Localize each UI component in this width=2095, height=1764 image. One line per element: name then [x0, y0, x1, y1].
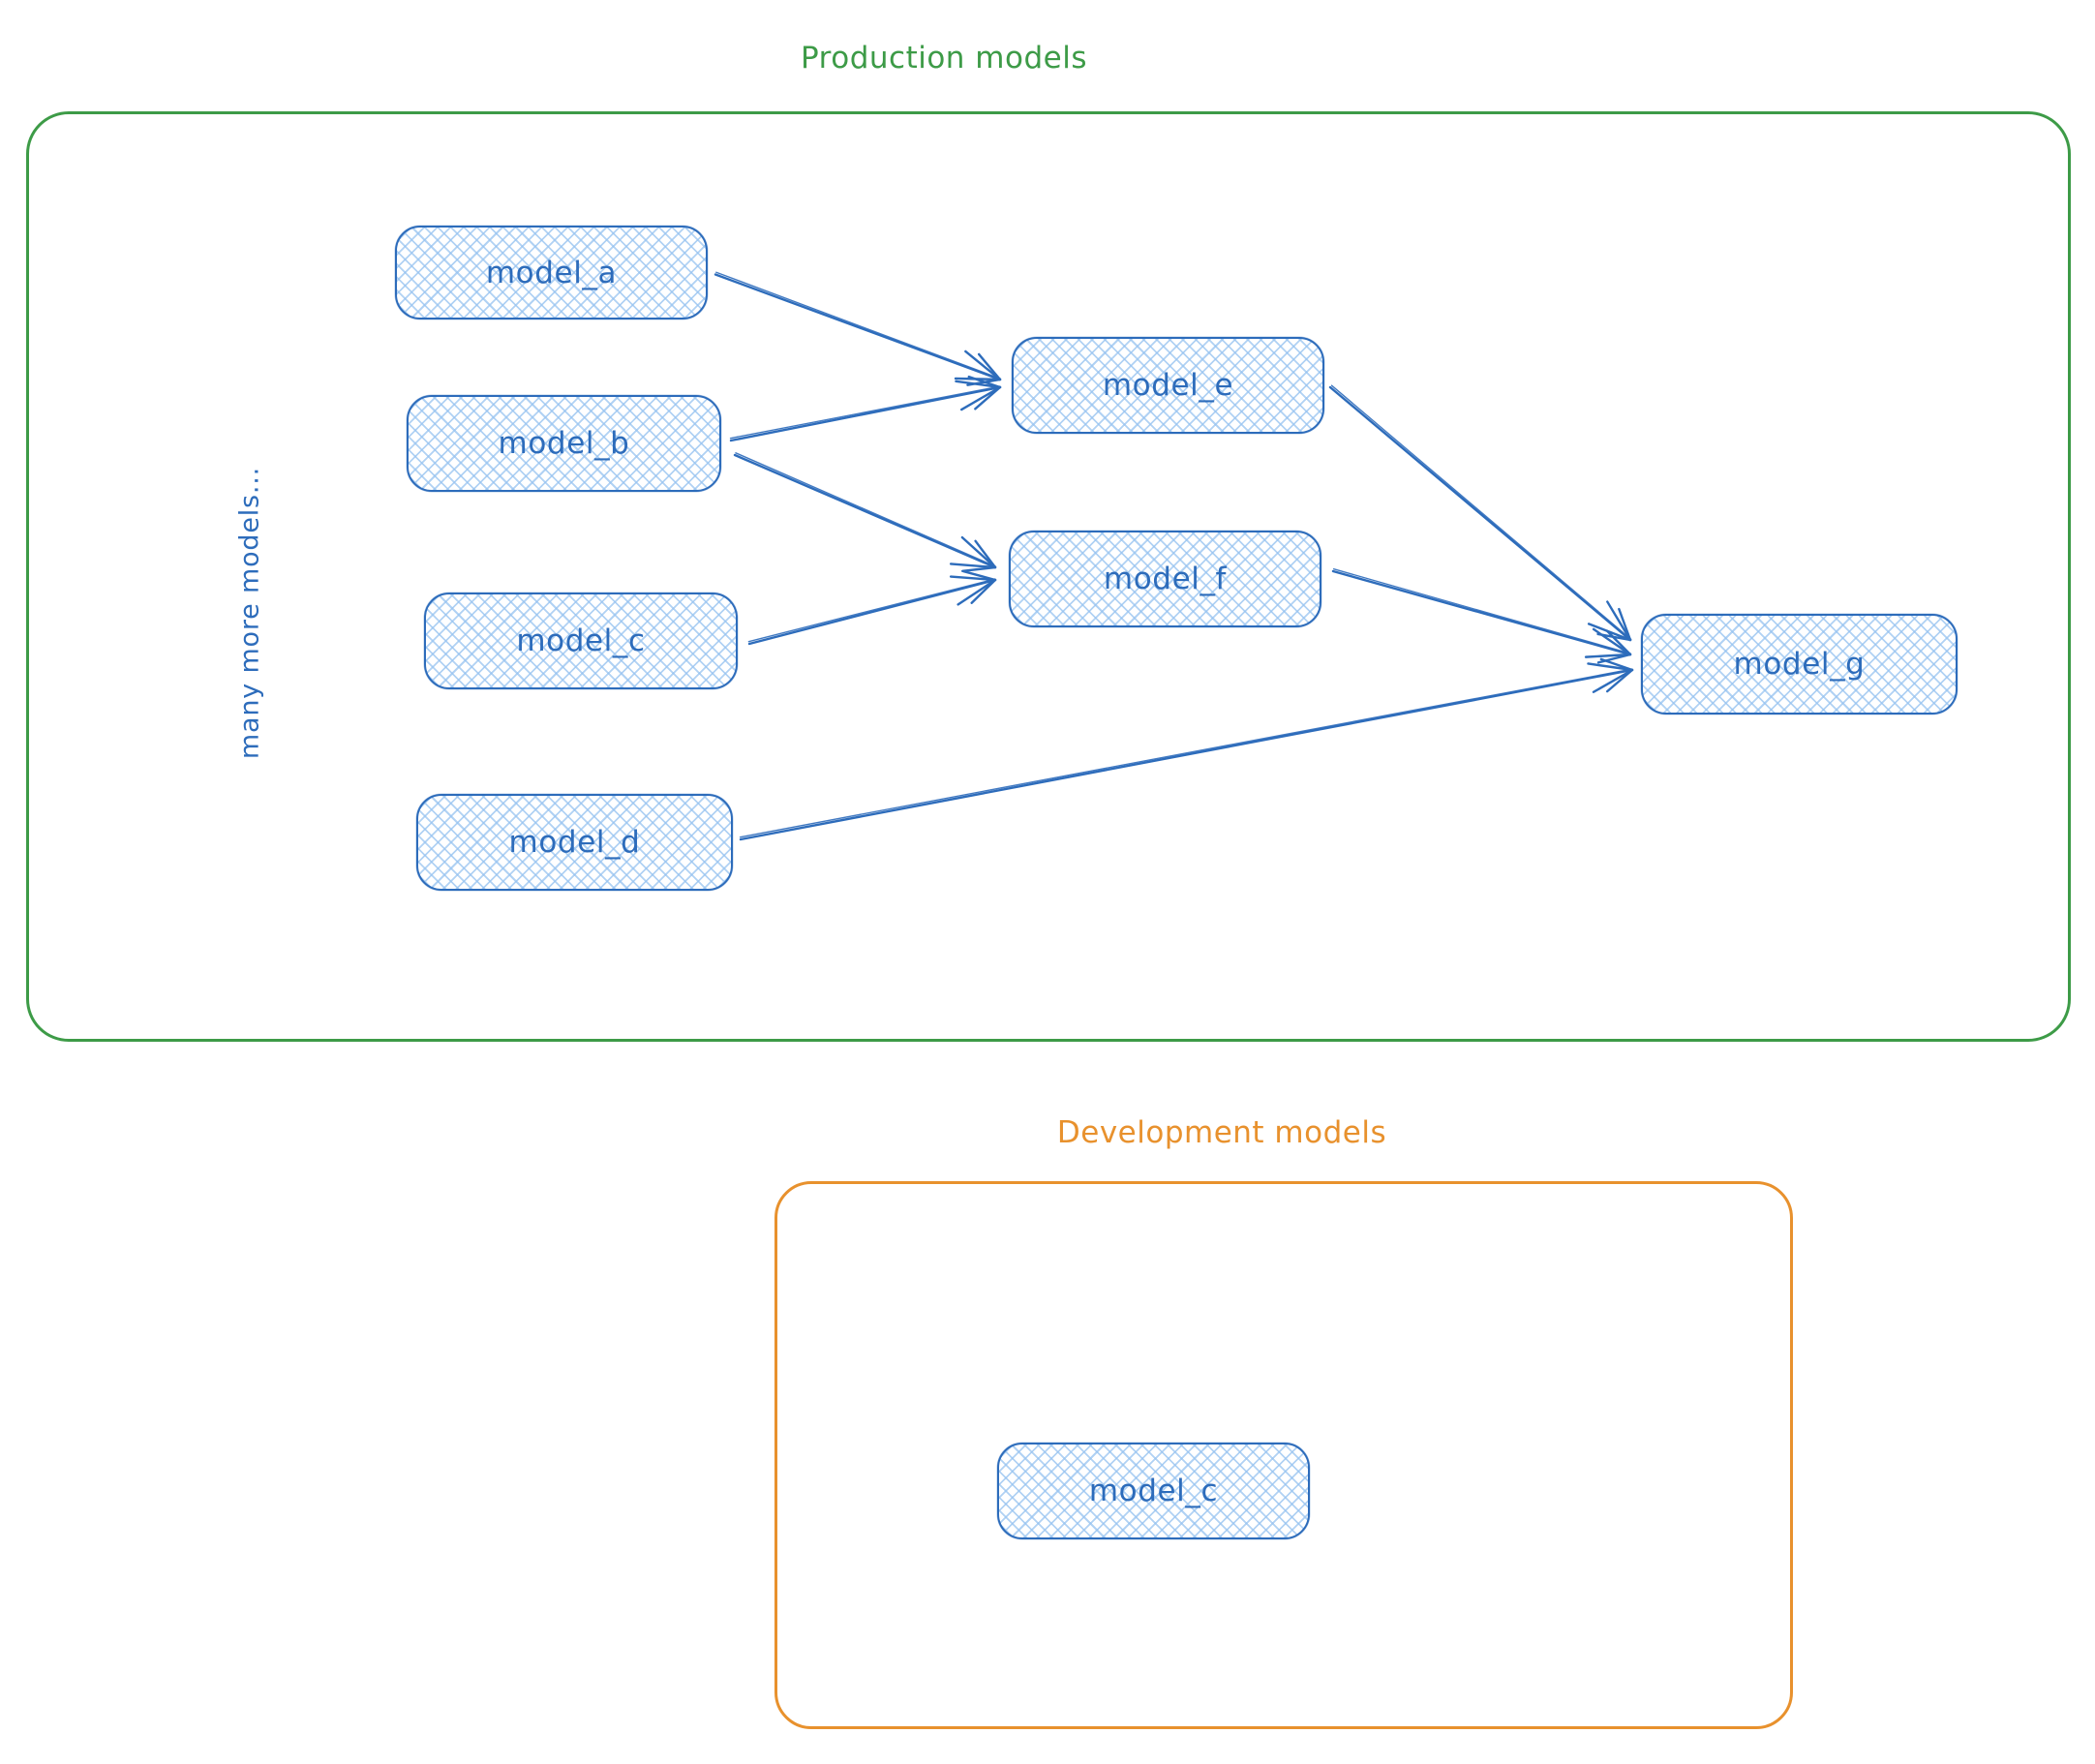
arrow-model_b-to-model_e[interactable]: [729, 375, 1002, 442]
arrow-model_c-to-model_f[interactable]: [747, 569, 997, 646]
node-model-f[interactable]: model_f: [1009, 531, 1321, 627]
production-frame-title: Production models: [801, 41, 1087, 76]
arrow-model_b-to-model_f[interactable]: [733, 452, 997, 573]
node-model-a-label: model_a: [485, 255, 618, 290]
node-model-a[interactable]: model_a: [395, 226, 708, 319]
arrow-model_d-to-model_g[interactable]: [739, 657, 1634, 841]
production-frame[interactable]: [26, 111, 2071, 1042]
node-model-e-label: model_e: [1102, 368, 1234, 403]
development-frame[interactable]: [774, 1181, 1793, 1729]
node-model-g-label: model_g: [1733, 647, 1866, 682]
node-model-b-label: model_b: [498, 426, 630, 461]
node-model-e[interactable]: model_e: [1012, 337, 1324, 434]
node-dev-model-c[interactable]: model_c: [997, 1443, 1310, 1539]
node-model-c[interactable]: model_c: [424, 593, 738, 689]
node-model-d-label: model_d: [508, 825, 641, 860]
node-model-c-label: model_c: [516, 623, 646, 658]
node-model-b[interactable]: model_b: [407, 395, 721, 492]
node-dev-model-c-label: model_c: [1088, 1474, 1219, 1508]
node-model-g[interactable]: model_g: [1641, 614, 1958, 715]
many-more-models-note: many more models...: [234, 466, 265, 760]
node-model-d[interactable]: model_d: [416, 794, 733, 891]
development-frame-title: Development models: [1056, 1115, 1387, 1150]
node-model-f-label: model_f: [1103, 562, 1228, 596]
